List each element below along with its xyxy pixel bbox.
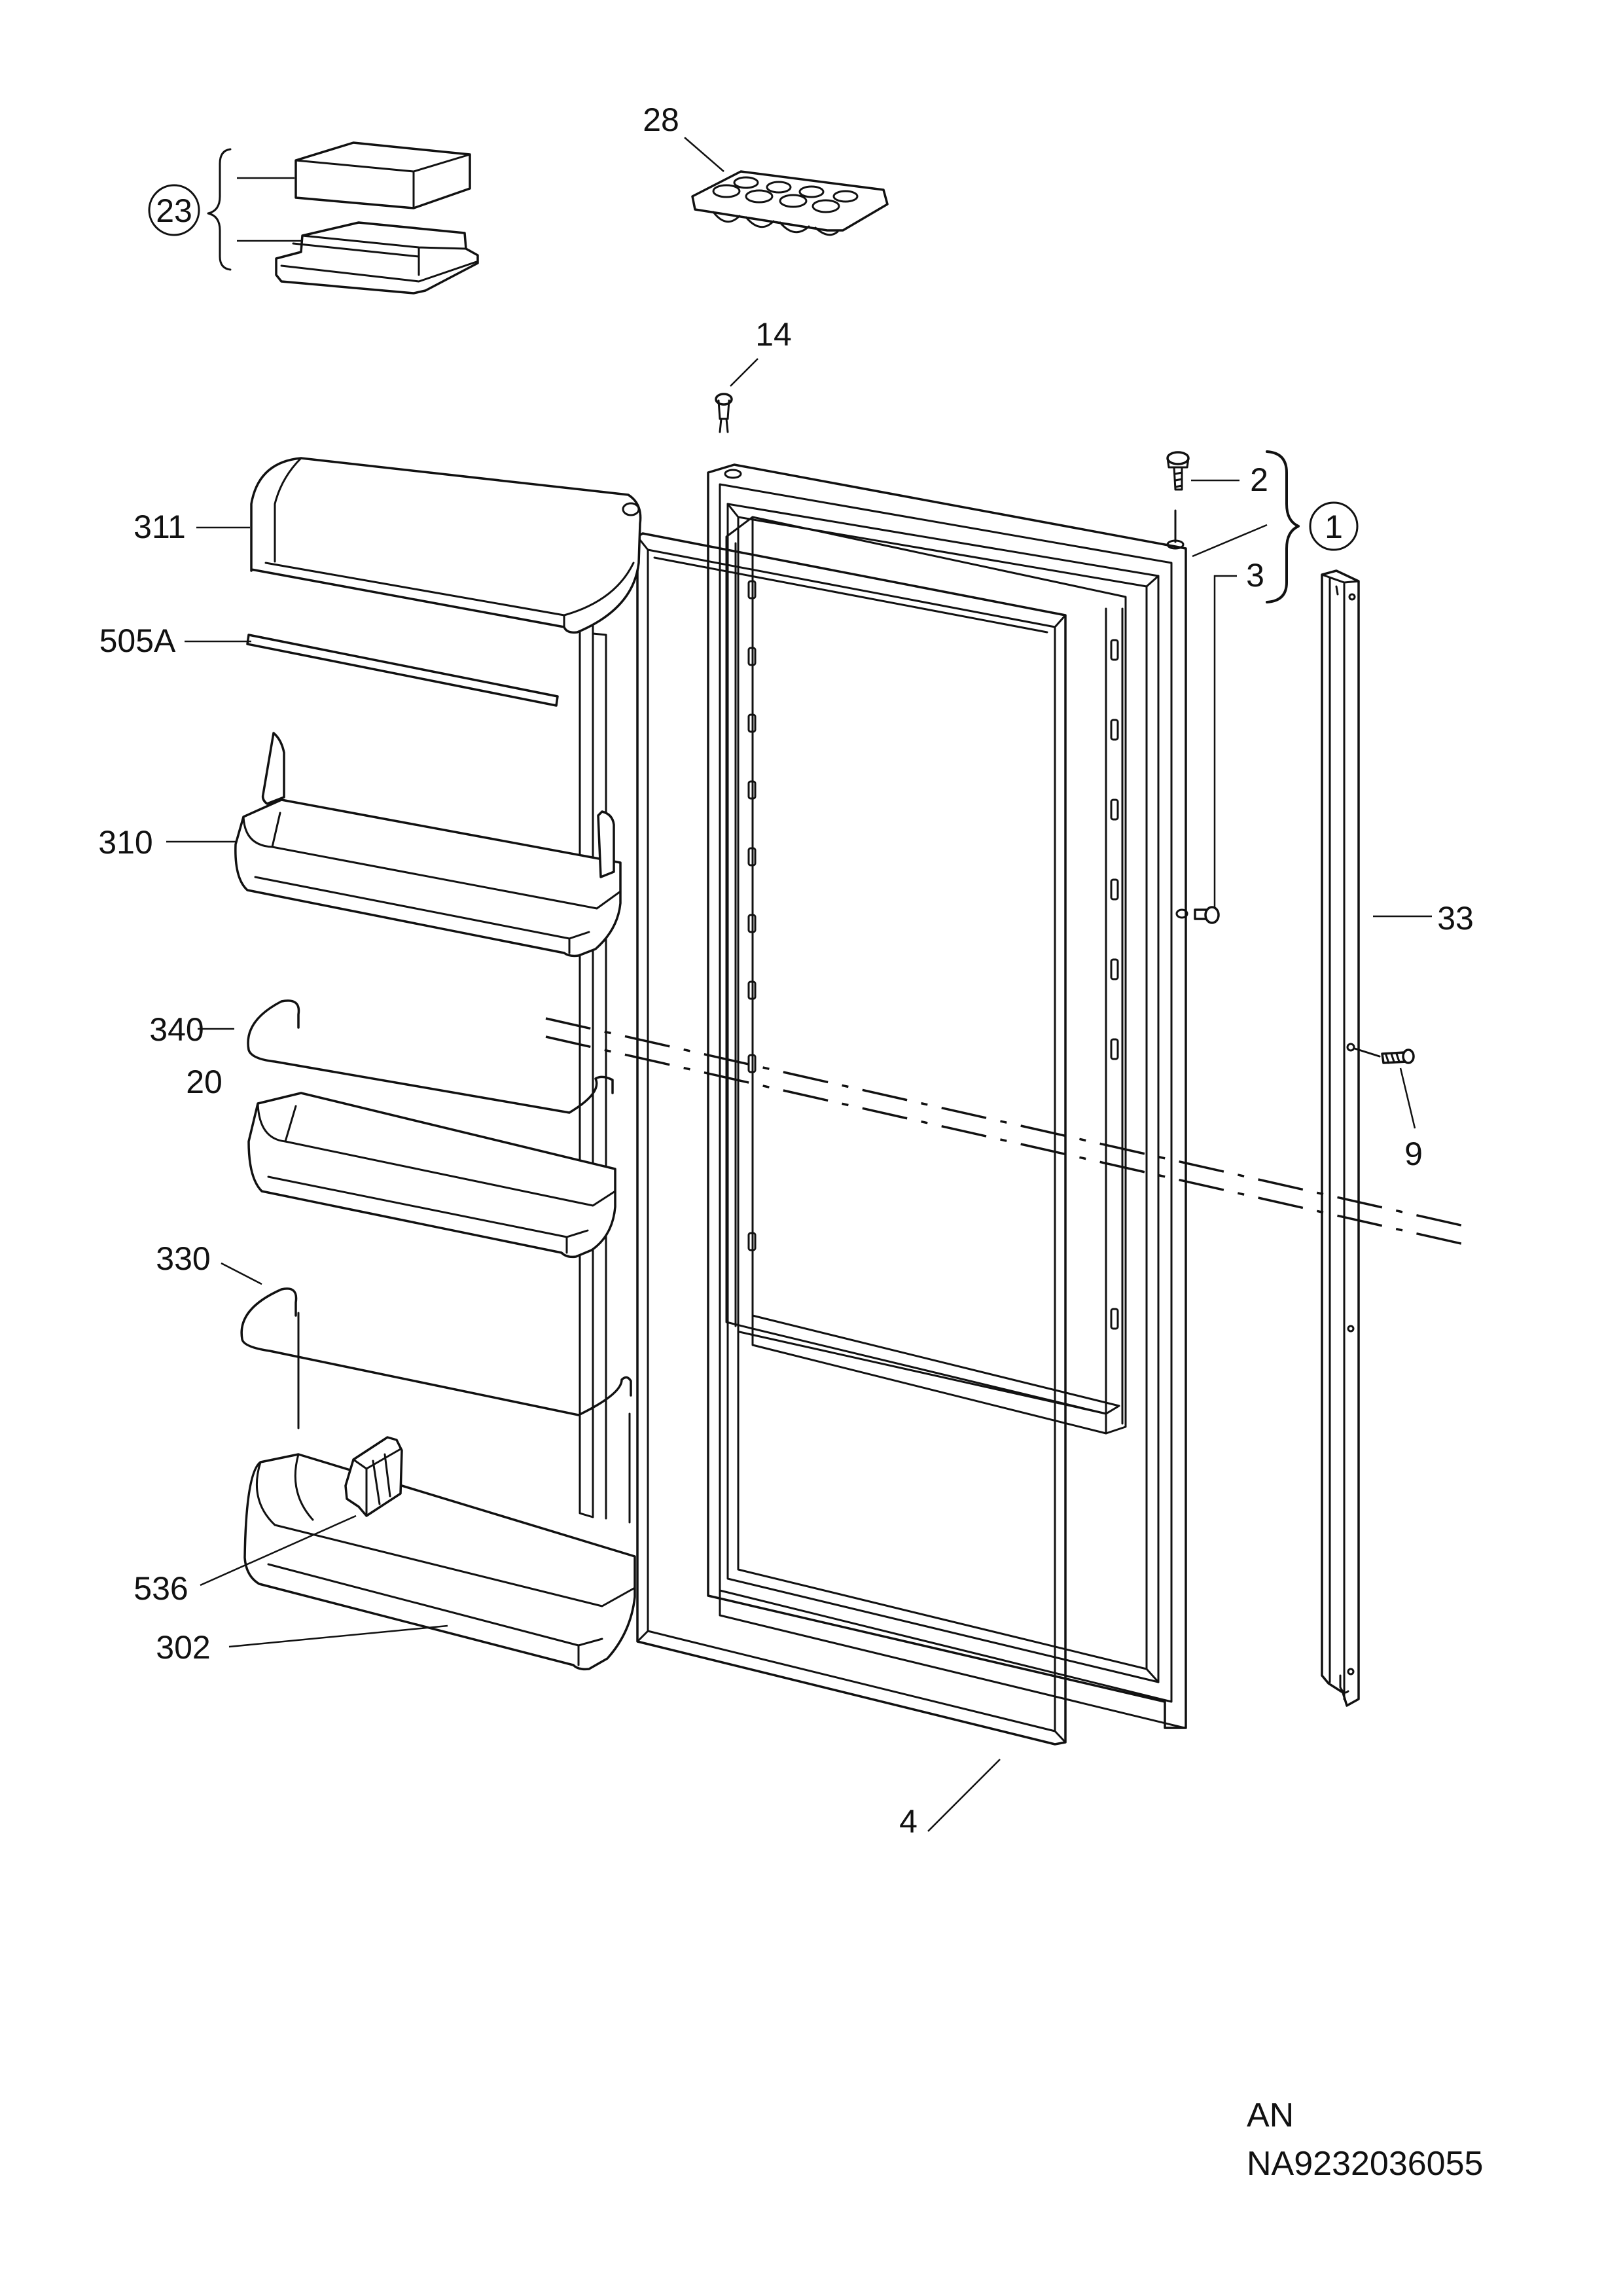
part-label-23: 23 [156,192,192,229]
part-311-top-cover [250,457,642,634]
part-label-3: 3 [1246,557,1264,594]
part-label-536: 536 [134,1570,188,1607]
door-shelf-middle [247,1092,616,1259]
leader-536 [200,1515,357,1587]
part-1-bracket [1266,450,1300,603]
part-310-door-shelf [234,732,622,958]
part-302-bottom-shelf [243,1453,636,1671]
part-536-divider [344,1436,403,1517]
break-line-lower [545,1035,1473,1247]
leader-28 [684,137,724,172]
leader-3a [1192,524,1268,558]
part-label-505a: 505A [99,622,176,659]
part-label-302: 302 [156,1629,210,1666]
part-23-circle [148,184,200,236]
part-28-egg-tray [691,170,889,236]
door-outer-side [579,620,607,1520]
part-label-33: 33 [1437,900,1474,937]
leader-330 [221,1262,262,1285]
part-2-hinge-screw [1166,451,1190,491]
door-rail-slots [747,580,1119,1330]
part-label-1: 1 [1325,509,1343,545]
part-label-20: 20 [186,1064,223,1100]
part-23-bracket [207,148,302,271]
part-4-door-gasket [636,532,1067,1746]
diagram-code-line-1: AN [1247,2096,1294,2134]
part-label-28: 28 [643,101,679,138]
diagram-code-block: AN NA9232036055 [1247,2091,1483,2188]
part-label-330: 330 [156,1240,210,1277]
part-label-4: 4 [899,1803,918,1840]
part-14-hinge-pin [715,393,733,433]
break-line-upper [545,1017,1473,1229]
part-label-9: 9 [1404,1136,1423,1172]
part-1-circle [1309,501,1359,551]
leader-9 [1399,1067,1416,1129]
part-505a-trim-strip [246,634,559,707]
leader-302 [228,1624,448,1648]
part-label-310: 310 [98,824,152,861]
part-label-311: 311 [134,509,186,545]
part-33-handle [1321,569,1360,1707]
part-label-2: 2 [1250,461,1268,498]
door-inner-panel [707,463,1187,1729]
door-inner-recess [725,516,1127,1435]
part-3-stud [1175,906,1220,924]
part-label-14: 14 [755,316,792,353]
diagram-code-line-2: NA9232036055 [1247,2145,1484,2183]
leader-14 [730,358,758,387]
part-330-wire-rail [240,1287,632,1524]
part-340-wire-rail [247,999,614,1114]
leader-3b [1213,575,1237,911]
part-9-screw [1353,1047,1415,1064]
leader-4 [927,1759,1001,1832]
part-23-butter-box [275,141,479,295]
part-label-340: 340 [149,1011,204,1048]
